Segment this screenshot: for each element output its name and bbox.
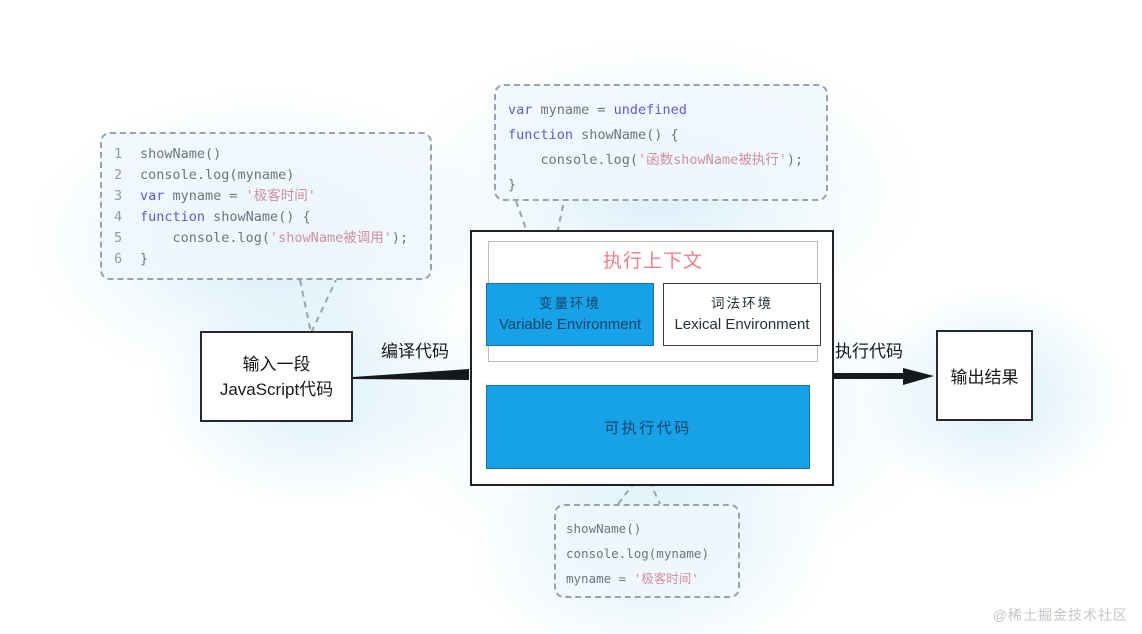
node-input-javascript: 输入一段 JavaScript代码 [200, 331, 353, 422]
code-line-number: 5 [114, 230, 123, 246]
code-token: function [508, 127, 582, 143]
code-token: undefined [613, 102, 687, 118]
code-line-number: 6 [114, 251, 123, 267]
node-lexical-environment: 词法环境 Lexical Environment [663, 283, 821, 346]
node-input-line1: 输入一段 [242, 354, 311, 374]
variable-environment-en: Variable Environment [498, 316, 642, 333]
lexical-environment-en: Lexical Environment [674, 316, 810, 333]
code-line: console.log(myname) [566, 541, 728, 566]
code-token: '极客时间' [633, 571, 699, 586]
code-token: showName() [140, 146, 222, 162]
code-token: var [140, 188, 173, 204]
code-token: console.log(myname) [140, 167, 295, 183]
code-line-number: 2 [114, 167, 123, 183]
code-token: ); [391, 230, 409, 246]
code-line: 6} [114, 249, 418, 270]
code-line: myname = '极客时间' [566, 566, 728, 591]
code-line: 3 var myname = '极客时间' [114, 186, 418, 207]
code-line: 5 console.log('showName被调用'); [114, 228, 418, 249]
code-line: } [508, 173, 816, 198]
label-compile-code: 编译代码 [381, 342, 449, 361]
code-block-source: 1 showName() 2 console.log(myname) 3 var myna… [100, 132, 432, 280]
label-execution-context: 执行上下文 [602, 251, 703, 272]
watermark: @稀土掘金技术社区 [992, 607, 1128, 623]
label-execute-code: 执行代码 [835, 342, 903, 361]
code-token: console.log( [508, 152, 639, 168]
node-output-line1: 输出结果 [950, 368, 1019, 387]
code-token: '极客时间' [245, 188, 316, 204]
code-token: } [508, 177, 517, 193]
code-token: var [508, 102, 541, 118]
code-line-number: 1 [114, 146, 123, 162]
code-line: showName() [566, 516, 728, 541]
code-token: myname = [566, 571, 634, 586]
arrow-execute [834, 368, 934, 385]
variable-environment-cn: 变量环境 [539, 296, 601, 311]
code-token: } [140, 251, 149, 267]
code-block-executable-code: showName() console.log(myname) myname = '极… [554, 504, 740, 598]
code-token: ); [786, 152, 804, 168]
lexical-environment-cn: 词法环境 [711, 296, 773, 311]
code-token: showName() { [213, 209, 311, 225]
code-line-number: 3 [114, 188, 123, 204]
code-token: '函数showName被执行' [638, 152, 787, 168]
code-line: var myname = undefined [508, 98, 816, 123]
code-line: 4 function showName() { [114, 207, 418, 228]
code-token: function [140, 209, 214, 225]
node-input-line2: JavaScript代码 [219, 379, 334, 399]
code-line: 1 showName() [114, 144, 418, 165]
node-output-result: 输出结果 [936, 330, 1033, 421]
arrow-compile [353, 369, 469, 380]
code-token: console.log( [140, 230, 271, 246]
code-token: myname = [172, 188, 246, 204]
code-token: showName() { [581, 127, 679, 143]
node-executable-code: 可执行代码 [486, 385, 810, 469]
code-line-number: 4 [114, 209, 123, 225]
code-line: function showName() { [508, 123, 816, 148]
code-token: 'showName被调用' [270, 230, 392, 246]
code-line: console.log('函数showName被执行'); [508, 148, 816, 173]
code-token: myname = [540, 102, 614, 118]
code-token: showName() [566, 521, 642, 536]
callout-tail-left-code [299, 279, 337, 337]
code-token: console.log(myname) [566, 546, 709, 561]
code-line: 2 console.log(myname) [114, 165, 418, 186]
node-variable-environment: 变量环境 Variable Environment [486, 283, 654, 346]
